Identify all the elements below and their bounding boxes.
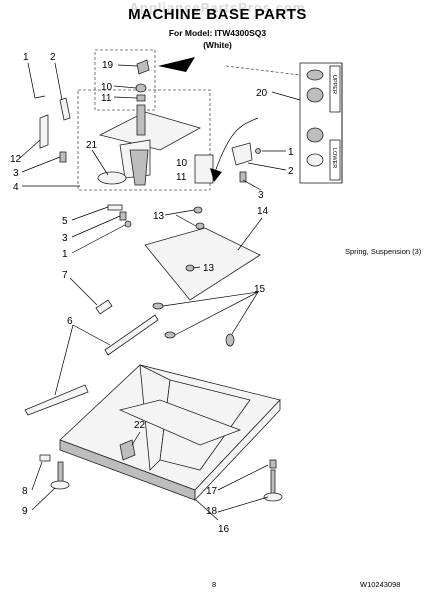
- part-19-nut: [136, 59, 150, 75]
- part-11-collar: [136, 94, 146, 102]
- part-18-foot-stem: [270, 469, 276, 496]
- page-title: MACHINE BASE PARTS: [128, 6, 307, 23]
- part-21-seal: [97, 171, 127, 185]
- callout-2-a: 2: [50, 52, 56, 63]
- callout-13-b: 13: [203, 263, 215, 274]
- watermark: AppliancePartsPros.com: [129, 0, 306, 15]
- lower-label: LOWER: [331, 148, 337, 168]
- part-6-strap-b: [24, 384, 89, 416]
- callout-3-a: 3: [13, 168, 19, 179]
- callout-11-a: 11: [101, 93, 112, 104]
- part-7-spring: [95, 299, 113, 315]
- upper-bearing-ring: [306, 69, 324, 81]
- note-spring-suspension: Spring, Suspension (3): [345, 247, 422, 256]
- lower-bearing: [306, 127, 324, 143]
- callout-12: 12: [10, 154, 22, 165]
- dashed-leader: [225, 65, 301, 76]
- part-15-clip-b: [164, 331, 176, 339]
- callout-22: 22: [134, 420, 146, 431]
- callout-1-c: 1: [62, 249, 68, 260]
- callout-11-b: 11: [176, 172, 187, 183]
- transmission-assembly: [97, 104, 202, 186]
- callout-3-c: 3: [62, 233, 68, 244]
- part-2-bracket: [59, 97, 71, 121]
- document-number: W10243098: [360, 580, 401, 589]
- part-15-clip-c: [225, 333, 235, 347]
- callout-9: 9: [22, 506, 28, 517]
- part-22-spring: [119, 439, 136, 461]
- callout-4: 4: [13, 182, 19, 193]
- part-17-nut: [269, 459, 277, 469]
- callout-6: 6: [67, 316, 73, 327]
- callout-labels: 1 2 19 10 11 20 12 3 4 21 10 11 1 2 3 5 …: [10, 52, 294, 535]
- lower-bearing-ring: [306, 153, 324, 167]
- page-number: 8: [212, 580, 217, 589]
- callout-20: 20: [256, 88, 268, 99]
- bearing-panel: UPPER LOWER: [299, 62, 343, 184]
- callout-2-b: 2: [288, 166, 294, 177]
- part-10-washer: [135, 83, 147, 93]
- callout-8: 8: [22, 486, 28, 497]
- callout-19: 19: [102, 60, 114, 71]
- model-line: For Model: ITW4300SQ3: [168, 28, 267, 38]
- callout-15: 15: [254, 284, 266, 295]
- callout-3-b: 3: [258, 190, 264, 201]
- color-line: (White): [203, 40, 232, 50]
- callout-17: 17: [206, 486, 218, 497]
- part-1-bolt-c: [124, 220, 132, 228]
- callout-1-b: 1: [288, 147, 294, 158]
- part-3-clip-b: [239, 171, 247, 183]
- callout-10-a: 10: [101, 82, 113, 93]
- callout-21: 21: [86, 140, 98, 151]
- part-5-pad: [107, 204, 123, 211]
- leader-lines: [19, 62, 301, 521]
- part-12-link: [39, 114, 49, 149]
- part-13-clip-c: [185, 264, 195, 272]
- part-1-bolt-b: [255, 148, 261, 154]
- part-9-foot: [50, 480, 70, 490]
- machine-base-frame: [59, 364, 281, 502]
- part-18-foot: [263, 492, 283, 502]
- callout-7: 7: [62, 270, 68, 281]
- upper-bearing: [306, 87, 324, 103]
- part-3-clip-c: [119, 211, 127, 221]
- part-6-strap-a: [104, 314, 159, 356]
- part-2-bracket-b: [231, 142, 253, 166]
- callout-10-b: 10: [176, 158, 188, 169]
- upper-label: UPPER: [331, 75, 337, 94]
- part-13-clip-b: [195, 222, 205, 230]
- callout-18: 18: [206, 506, 218, 517]
- part-3-clip-a: [59, 151, 67, 163]
- part-13-clip-a: [193, 206, 203, 214]
- callout-14: 14: [257, 206, 269, 217]
- callout-1-a: 1: [23, 52, 29, 63]
- part-8-leveling-leg: [39, 454, 51, 462]
- callout-13-a: 13: [153, 211, 165, 222]
- box-top-parts: [94, 49, 156, 111]
- part-14-bracket: [144, 227, 261, 301]
- callout-16: 16: [218, 524, 230, 535]
- callout-5: 5: [62, 216, 68, 227]
- part-15-clip-a: [152, 302, 164, 310]
- big-arrow: [214, 117, 259, 173]
- big-arrow-head: [210, 168, 222, 182]
- part-9-foot-stem: [57, 461, 64, 483]
- arrow-indicator: [158, 57, 195, 72]
